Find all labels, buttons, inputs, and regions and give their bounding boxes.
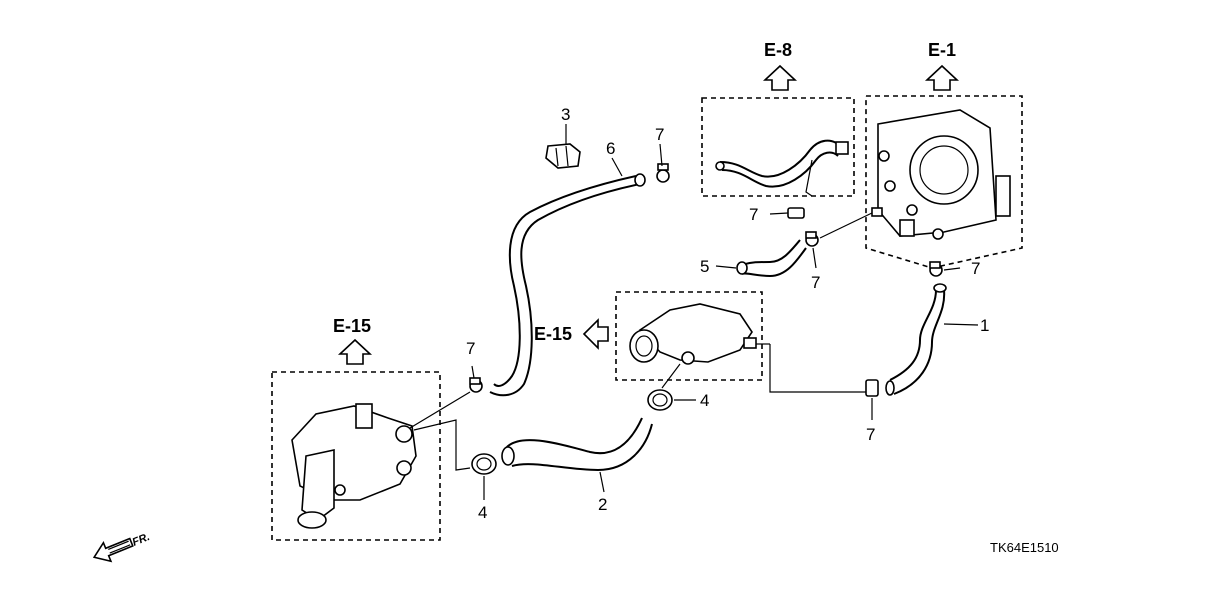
e8-pipe-assembly [715, 139, 849, 197]
connector-3 [545, 143, 581, 169]
part-label-7b: 7 [749, 205, 758, 224]
clamp-7b [787, 207, 805, 219]
part-label-3: 3 [561, 105, 570, 124]
ref-label-e1: E-1 [928, 40, 956, 60]
ref-label-e8: E-8 [764, 40, 792, 60]
clamp-7e [865, 379, 879, 397]
part-label-5: 5 [700, 257, 709, 276]
e15-left-group-box [271, 371, 441, 541]
clamp-7c [805, 231, 819, 247]
e1-group-box [865, 95, 1023, 269]
front-direction-arrow [92, 537, 134, 563]
ref-label-e15-left: E-15 [333, 316, 371, 336]
hose-6 [489, 173, 646, 397]
thermostat-housing [629, 303, 757, 389]
part-label-7a: 7 [655, 125, 664, 144]
e1-up-arrow [924, 64, 960, 91]
clamp-7a [656, 163, 670, 183]
hose-5 [736, 239, 807, 278]
hose-clamp-4a [471, 453, 497, 475]
water-outlet [291, 403, 417, 529]
clamp-7d [929, 261, 943, 277]
hose-2 [501, 417, 653, 472]
hose-clamp-4b [647, 389, 673, 411]
part-label-7c: 7 [811, 273, 820, 292]
part-label-7d: 7 [971, 259, 980, 278]
part-label-1: 1 [980, 316, 989, 335]
e15-mid-left-arrow [582, 318, 609, 350]
hose-1 [885, 283, 947, 396]
e15-left-up-arrow [337, 338, 373, 365]
part-label-7f: 7 [466, 339, 475, 358]
throttle-body [819, 109, 1011, 240]
part-label-6: 6 [606, 139, 615, 158]
diagram-code: TK64E1510 [990, 540, 1059, 555]
e8-up-arrow [762, 64, 798, 91]
part-label-7e: 7 [866, 425, 875, 444]
e15-mid-group-box [615, 291, 763, 381]
leader-lines [409, 124, 979, 500]
part-label-4b: 4 [700, 391, 709, 410]
front-direction-label: FR. [131, 531, 152, 549]
part-label-4a: 4 [478, 503, 487, 522]
part-label-2: 2 [598, 495, 607, 514]
ref-label-e15-mid: E-15 [534, 324, 572, 344]
clamp-7f [469, 377, 483, 393]
e8-group-box [701, 97, 855, 197]
